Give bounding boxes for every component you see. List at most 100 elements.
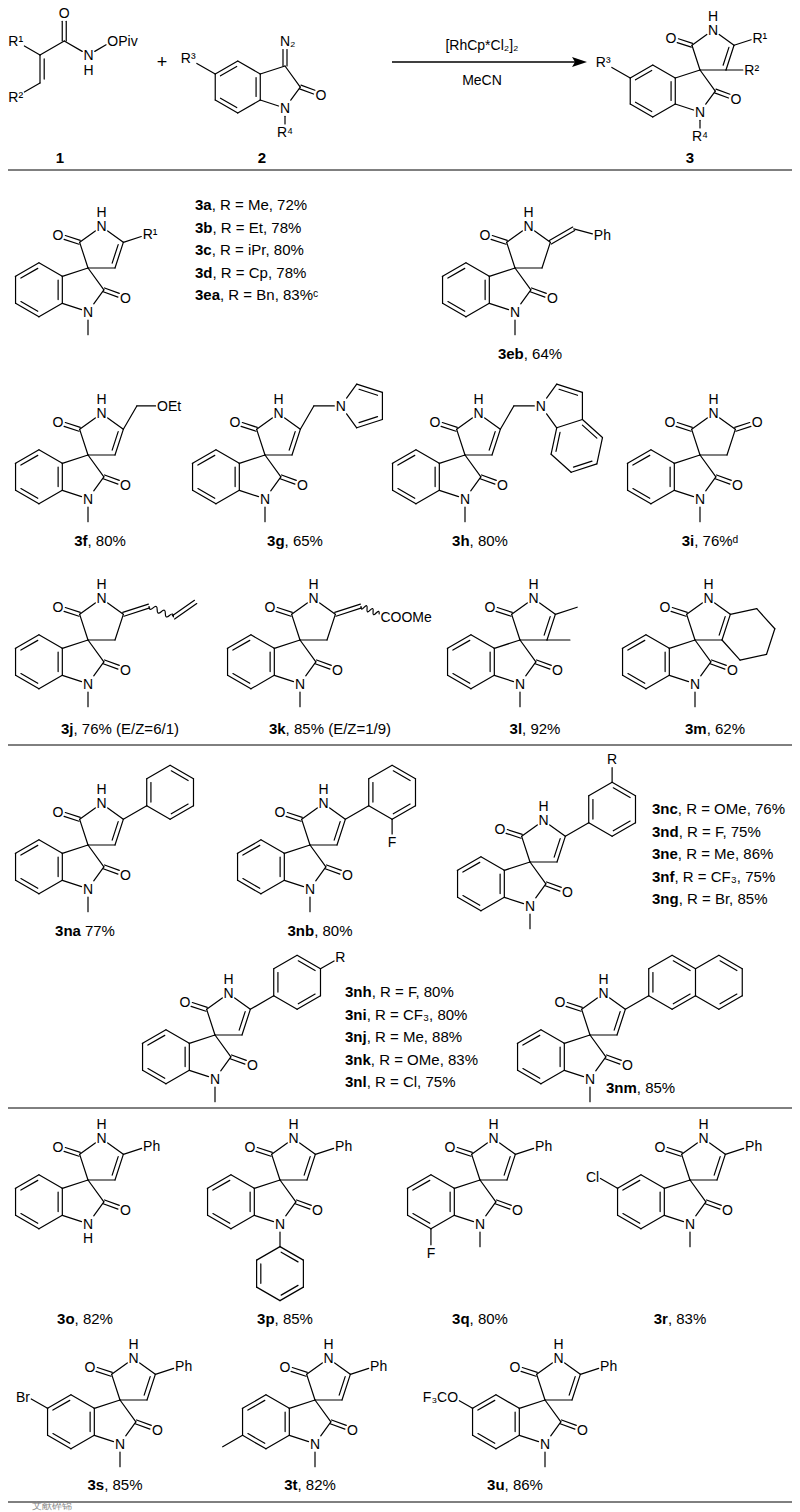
double-bond bbox=[300, 89, 314, 94]
atom-label: O bbox=[666, 30, 677, 46]
bond bbox=[730, 609, 756, 615]
bond bbox=[494, 640, 520, 648]
bond bbox=[215, 1035, 231, 1057]
yield-text: , 85% (E/Z=1/9) bbox=[286, 720, 391, 737]
atom-label: N bbox=[260, 491, 270, 507]
double-bond bbox=[652, 973, 653, 992]
atom-label: N bbox=[708, 405, 718, 421]
bond bbox=[80, 1143, 96, 1154]
double-bond bbox=[242, 423, 257, 428]
double-bond bbox=[413, 1180, 430, 1190]
atom-label: N bbox=[703, 590, 713, 606]
double-bond bbox=[497, 1200, 512, 1205]
bond bbox=[15, 276, 16, 303]
double-bond bbox=[482, 475, 497, 480]
bond bbox=[88, 844, 115, 845]
substituent-label: N₂ bbox=[280, 33, 296, 49]
double-bond bbox=[670, 82, 671, 101]
bond bbox=[545, 1399, 572, 1400]
double-bond bbox=[243, 845, 260, 855]
double-bond bbox=[489, 432, 495, 450]
bond bbox=[309, 897, 310, 912]
bond bbox=[62, 880, 81, 886]
compound-caption: 3nh, R = F, 80% bbox=[345, 983, 454, 1001]
double-bond bbox=[270, 652, 271, 671]
double-bond bbox=[304, 1157, 310, 1175]
bond bbox=[416, 490, 439, 504]
hydrogen-label: H bbox=[523, 204, 533, 220]
atom-label: N bbox=[288, 1130, 298, 1146]
atom-label: N bbox=[695, 491, 705, 507]
atom-label: O bbox=[120, 1202, 131, 1218]
yield-text: , 82% bbox=[297, 1476, 335, 1493]
double-bond bbox=[62, 21, 63, 41]
bond bbox=[321, 1422, 331, 1436]
compound-number: 3nd bbox=[652, 823, 679, 840]
hydrogen-label: H bbox=[708, 8, 718, 24]
double-bond bbox=[285, 1412, 286, 1431]
bond bbox=[24, 83, 40, 92]
substituent-label: Cl bbox=[586, 1169, 599, 1185]
section-rule bbox=[8, 1502, 792, 1503]
bond bbox=[480, 1179, 507, 1180]
double-bond bbox=[112, 822, 118, 840]
bond bbox=[88, 268, 104, 290]
substituent-label: OEt bbox=[157, 398, 181, 414]
bond bbox=[88, 1179, 115, 1180]
compound-caption: 3m, 62% bbox=[685, 720, 745, 738]
double-bond bbox=[58, 467, 59, 486]
bond bbox=[315, 1399, 342, 1400]
double-bond bbox=[150, 783, 151, 802]
compound-caption: 3eb, 64% bbox=[498, 345, 562, 363]
bond bbox=[526, 662, 536, 676]
double-bond bbox=[148, 1069, 165, 1079]
compound-caption: 3b, R = Et, 78% bbox=[195, 219, 301, 237]
bond bbox=[94, 1408, 95, 1435]
double-bond bbox=[463, 896, 480, 906]
bond bbox=[689, 1232, 690, 1247]
hydrogen-label: H bbox=[528, 576, 538, 592]
bond bbox=[547, 614, 555, 640]
bond bbox=[280, 1179, 307, 1180]
bond bbox=[235, 998, 251, 1009]
bond bbox=[627, 463, 628, 490]
compound-caption: 3f, 80% bbox=[74, 532, 126, 550]
double-bond bbox=[556, 432, 560, 451]
bond bbox=[617, 1009, 625, 1035]
double-bond bbox=[64, 426, 79, 431]
atom-label: N bbox=[83, 1216, 93, 1232]
bond bbox=[242, 1009, 250, 1035]
bond bbox=[39, 840, 62, 854]
yield-text: , 83% bbox=[668, 1310, 706, 1327]
double-bond bbox=[478, 1434, 495, 1444]
bond bbox=[39, 263, 62, 277]
bond bbox=[87, 507, 88, 522]
bond bbox=[274, 648, 275, 675]
atom-label: O bbox=[654, 1139, 665, 1155]
bond bbox=[291, 87, 301, 100]
bond bbox=[489, 276, 490, 303]
bond bbox=[715, 603, 731, 614]
double-bond bbox=[105, 865, 120, 870]
bond bbox=[285, 418, 301, 429]
compound-number: 3nb bbox=[287, 922, 314, 939]
bond bbox=[457, 418, 473, 429]
bond bbox=[519, 692, 520, 707]
bond bbox=[664, 1180, 690, 1188]
bond bbox=[62, 648, 63, 675]
bond bbox=[256, 1260, 257, 1287]
bond bbox=[557, 419, 583, 427]
double-bond bbox=[673, 961, 690, 971]
bond bbox=[535, 231, 551, 242]
bond bbox=[574, 229, 593, 234]
bond bbox=[612, 67, 630, 78]
double-bond bbox=[144, 1377, 150, 1395]
atom-label: N bbox=[528, 590, 538, 606]
bond bbox=[88, 1180, 104, 1202]
compound-number: 3ng bbox=[652, 890, 679, 907]
hydrogen-label: H bbox=[96, 204, 106, 220]
substituent-label: Ph bbox=[535, 1138, 552, 1154]
bond bbox=[565, 1363, 581, 1374]
double-bond bbox=[220, 98, 236, 107]
bond bbox=[392, 463, 393, 490]
